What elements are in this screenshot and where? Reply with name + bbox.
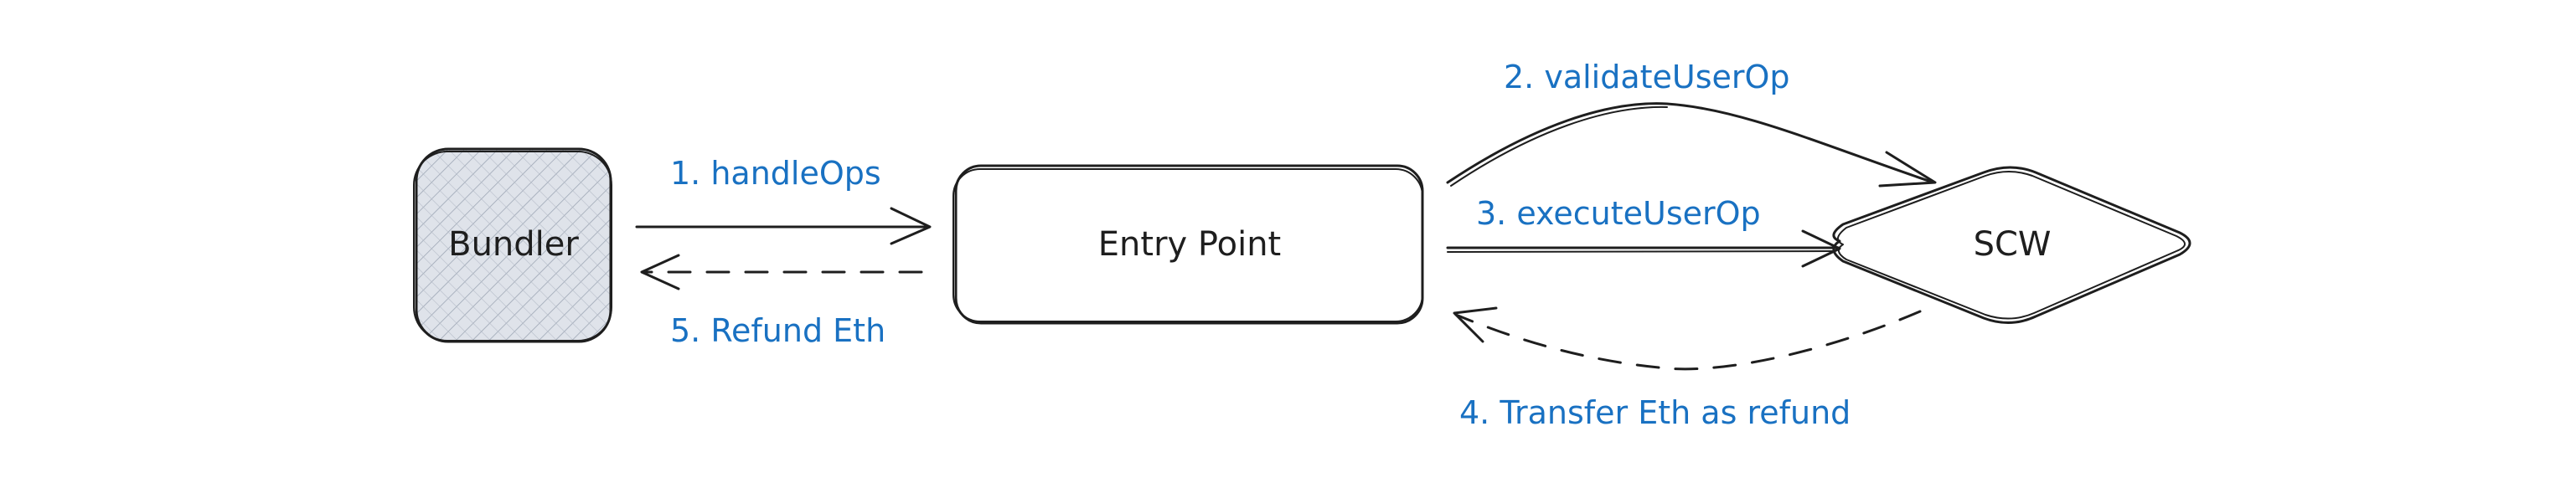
handle-ops-label: 1. handleOps [670,155,881,192]
edge-validate-user-op: 2. validateUserOp [1446,59,1937,188]
edge-transfer-eth: 4. Transfer Eth as refund [1453,306,1922,431]
edge-execute-user-op: 3. executeUserOp [1446,195,1841,268]
scw-node[interactable]: SCW [1832,166,2191,325]
execute-user-op-label: 3. executeUserOp [1476,195,1761,232]
bundler-node[interactable]: Bundler [413,147,612,343]
validate-user-op-label: 2. validateUserOp [1504,59,1790,95]
execute-user-op-line-sketch [1447,250,1835,253]
transfer-eth-arrowhead [1453,306,1498,343]
bundler-label: Bundler [448,225,579,264]
bundler-crosshatch [416,149,611,342]
execute-user-op-arrowhead [1801,229,1841,268]
scw-border-sketch [1837,171,2186,320]
validate-user-op-arrowhead [1878,151,1937,188]
refund-eth-label: 5. Refund Eth [670,312,885,349]
handle-ops-arrowhead [890,207,932,245]
entry-point-label: Entry Point [1098,225,1281,264]
scw-border [1832,166,2191,325]
scw-label: SCW [1974,225,2052,264]
validate-user-op-line [1446,102,1935,184]
entry-point-border-sketch [952,168,1423,322]
transfer-eth-line [1454,310,1922,371]
edge-handle-ops: 1. handleOps [635,155,932,245]
entry-point-node[interactable]: Entry Point [952,164,1424,325]
refund-eth-arrowhead [640,254,680,290]
bundler-border-sketch [413,151,612,342]
transfer-eth-label: 4. Transfer Eth as refund [1459,394,1851,431]
edge-refund-eth: 5. Refund Eth [640,254,923,349]
validate-user-op-line-sketch [1450,105,1668,187]
